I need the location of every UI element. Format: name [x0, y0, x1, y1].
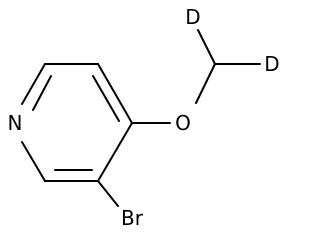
atom-bromine: Br — [121, 206, 144, 230]
bond-c3-c4 — [97, 63, 133, 124]
atom-deuterium-top: D — [185, 5, 200, 29]
atom-oxygen: O — [175, 111, 191, 135]
bond-n-c2 — [21, 63, 46, 105]
double-bond-n-c2 — [32, 75, 52, 111]
bond-c4-c5 — [97, 122, 133, 182]
bond-ch-d-top — [197, 29, 216, 65]
bond-o-ch — [195, 63, 216, 104]
bond-c5-br — [97, 180, 119, 207]
atom-deuterium-right: D — [264, 52, 279, 76]
double-bond-c3-c4 — [92, 75, 120, 122]
atom-nitrogen: N — [8, 111, 23, 135]
chemical-structure: N O Br D D — [8, 5, 280, 230]
bond-c6-n — [21, 141, 46, 182]
